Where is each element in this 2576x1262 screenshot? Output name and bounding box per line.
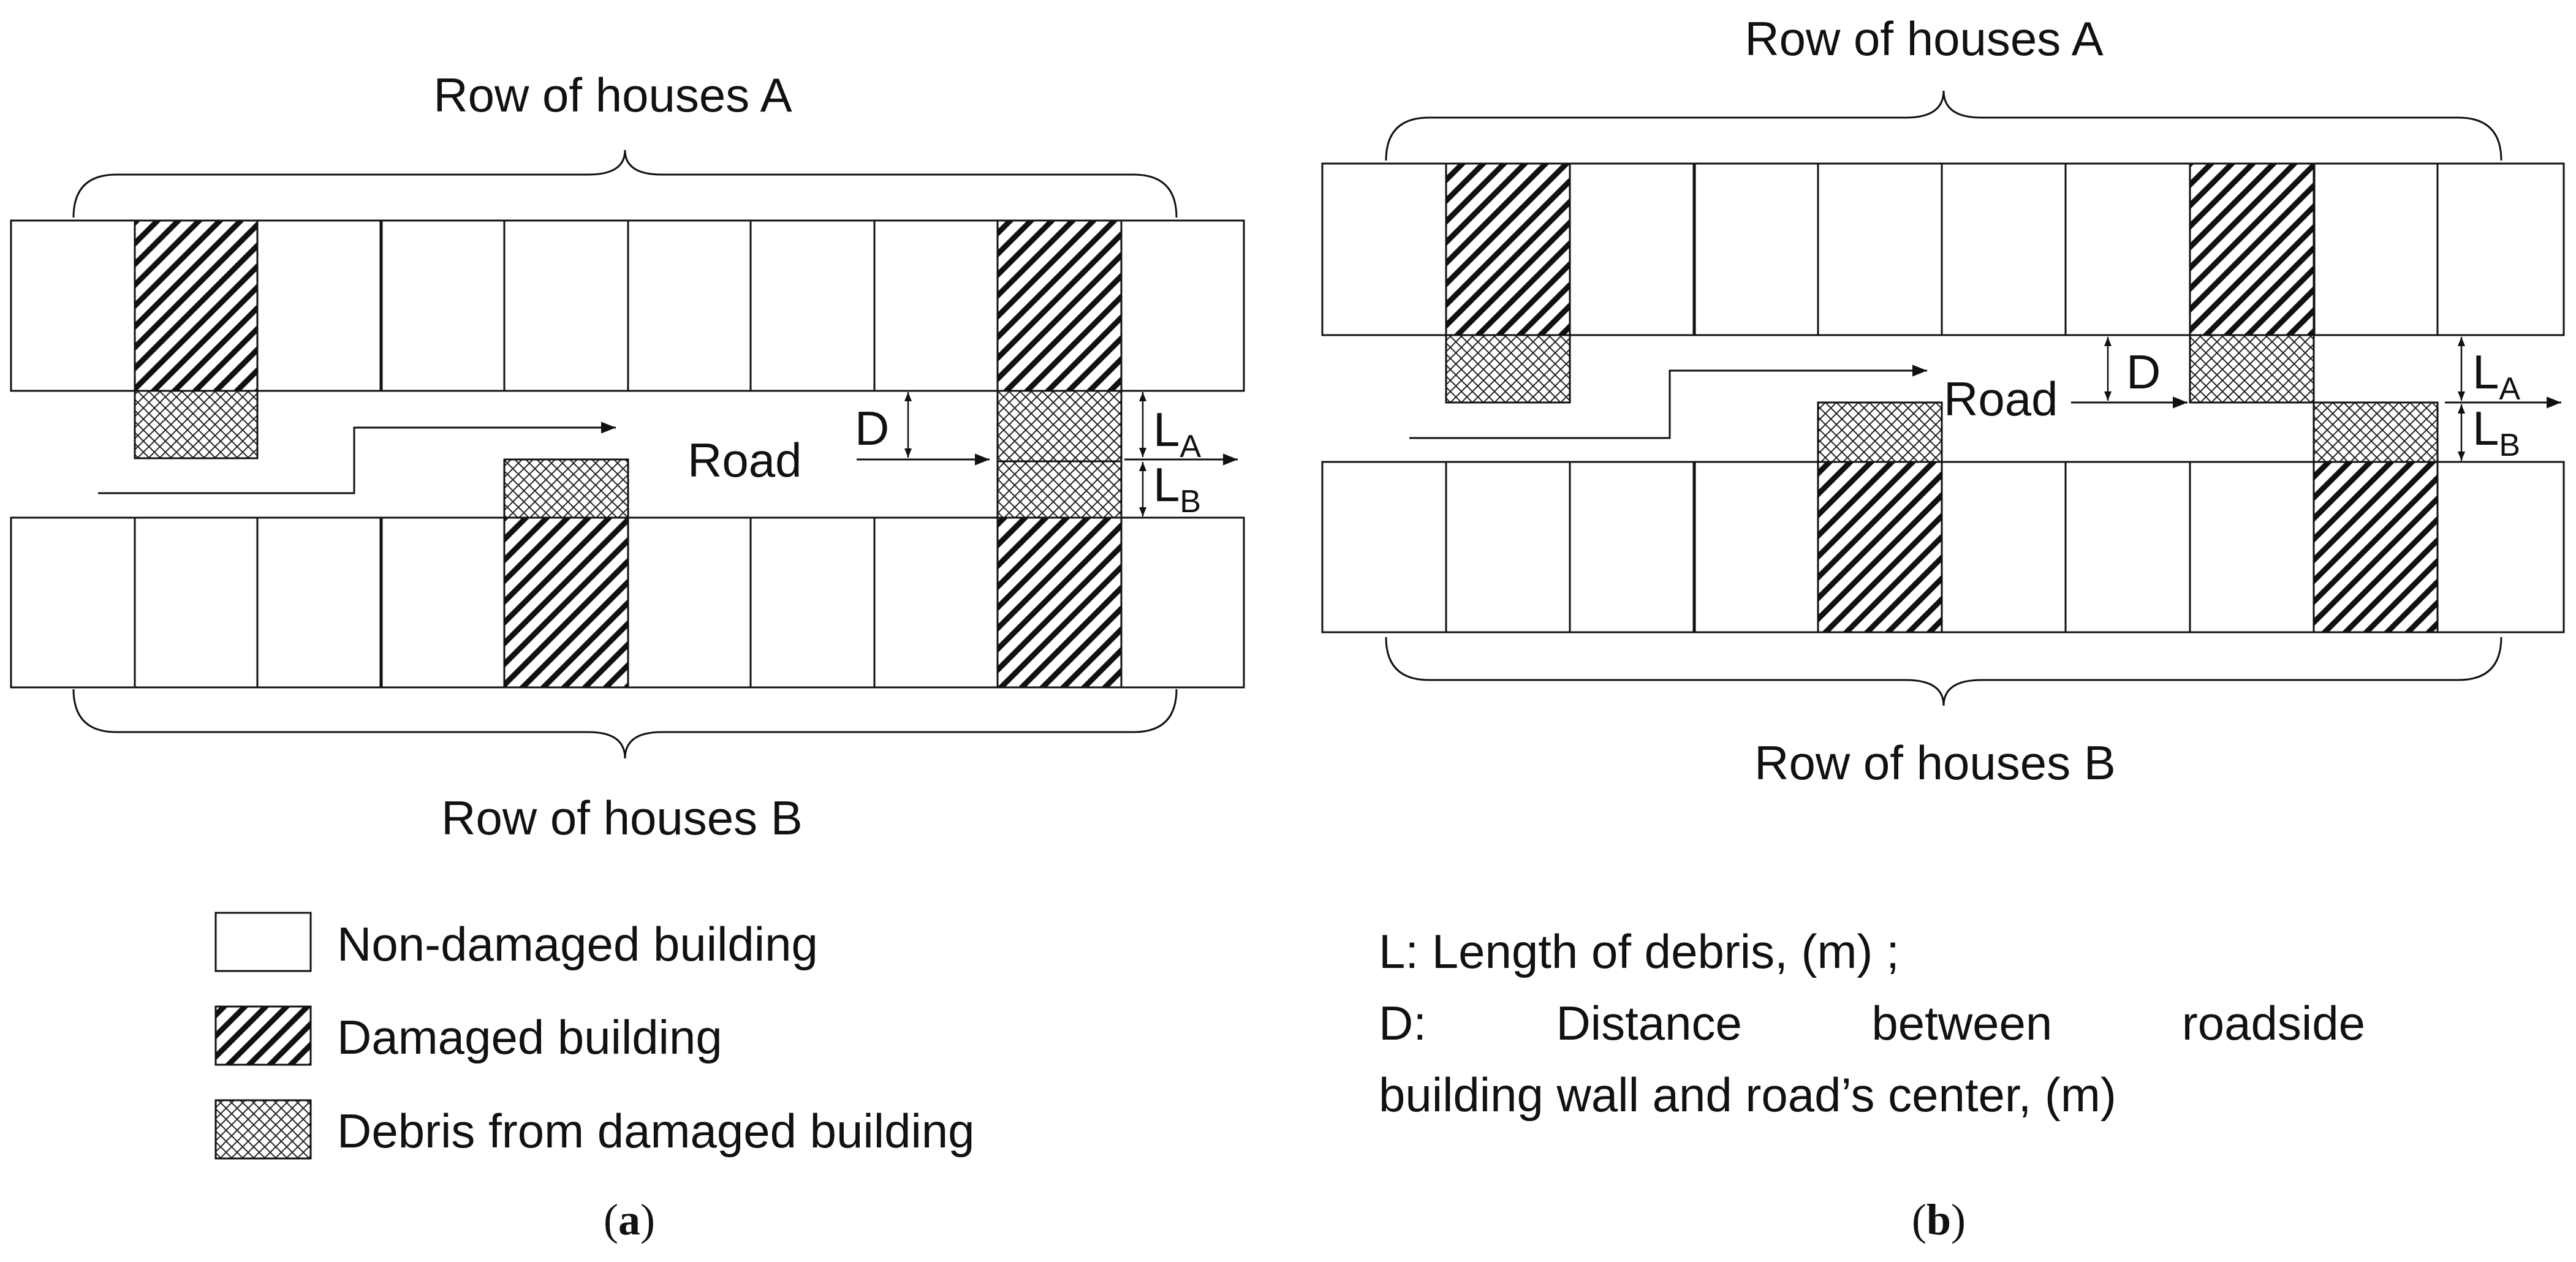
caption-b: (b) — [1912, 1195, 1966, 1244]
damaged-building — [996, 219, 1123, 392]
note-line-3: building wall and road’s center, (m) — [1379, 1068, 2116, 1122]
damaged-building — [1817, 461, 1943, 633]
route-arrow — [1409, 365, 1927, 439]
debris — [996, 460, 1123, 519]
row-b-label: Row of houses B — [1754, 736, 2116, 790]
damaged-building — [2313, 461, 2439, 633]
caption-a-letter: a — [618, 1195, 640, 1244]
panel-b-labels: Row of houses A Row of houses B Road D L… — [1744, 12, 2520, 790]
debris — [134, 390, 259, 459]
row-b-top-brace — [1385, 90, 2502, 161]
panel-a — [10, 149, 1245, 759]
legend-swatch-debris — [214, 1099, 312, 1160]
row-b-label: Row of houses B — [441, 791, 803, 845]
legend-label-debris: Debris from damaged building — [337, 1104, 975, 1158]
row-b-buildings-b — [1321, 461, 2565, 633]
row-b-buildings — [10, 516, 1245, 689]
debris — [2313, 401, 2439, 463]
row-a-buildings-b — [1321, 162, 2565, 336]
damaged-building — [503, 516, 629, 689]
debris — [1817, 401, 1943, 463]
debris — [996, 390, 1123, 463]
damaged-building — [996, 516, 1123, 689]
debris — [2189, 334, 2315, 404]
debris — [1445, 334, 1571, 404]
road-label: Road — [1944, 372, 2058, 426]
d-label: D — [2126, 345, 2161, 399]
panel-a-labels: Row of houses A Row of houses B Road D L… — [433, 68, 1201, 845]
damaged-building — [134, 219, 259, 392]
caption-b-letter: b — [1926, 1195, 1952, 1244]
damaged-building — [1445, 162, 1571, 336]
legend-label-damaged: Damaged building — [337, 1010, 722, 1064]
debris — [503, 458, 629, 519]
la-label: LA — [2472, 345, 2520, 407]
lb-label: LB — [2472, 401, 2520, 463]
legend-swatch-non-damaged — [214, 912, 312, 972]
row-a-buildings — [10, 219, 1245, 392]
damaged-building — [2189, 162, 2315, 336]
lb-label: LB — [1153, 458, 1201, 520]
row-a-label: Row of houses A — [433, 68, 792, 122]
legend — [214, 912, 312, 1160]
row-b-brace — [72, 689, 1178, 759]
row-a-brace — [72, 149, 1178, 218]
note-line-2: D: Distance between roadside — [1379, 996, 2365, 1050]
d-label: D — [855, 401, 889, 455]
legend-label-non-damaged: Non-damaged building — [337, 917, 818, 971]
row-a-label: Row of houses A — [1744, 12, 2103, 66]
legend-swatch-damaged — [214, 1005, 312, 1066]
legend-labels: Non-damaged building Damaged building De… — [337, 917, 975, 1158]
road-label: Road — [688, 433, 801, 487]
panel-b — [1321, 90, 2565, 706]
la-label: LA — [1153, 402, 1201, 464]
row-b-bottom-brace — [1385, 637, 2502, 706]
route-arrow — [98, 421, 616, 494]
definitions-note: L: Length of debris, (m) ; D: Distance b… — [1379, 916, 2365, 1131]
caption-a: (a) — [604, 1195, 655, 1244]
note-line-1: L: Length of debris, (m) ; — [1379, 924, 1900, 978]
